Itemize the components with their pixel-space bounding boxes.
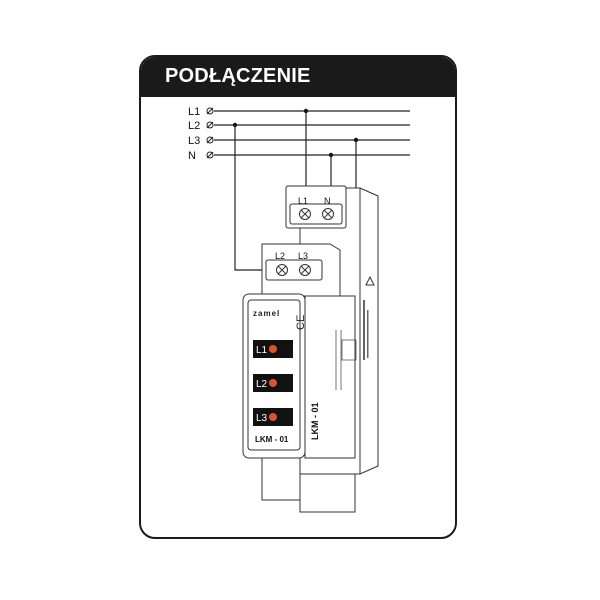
- led-l1: [269, 345, 277, 353]
- ce-mark-icon: CE: [295, 315, 307, 330]
- terminal-label-l1: L1: [298, 196, 308, 206]
- model-side: LKM - 01: [310, 402, 320, 440]
- warning-triangle-icon: [365, 275, 375, 286]
- header-title: PODŁĄCZENIE: [165, 65, 311, 87]
- model-front: LKM - 01: [255, 435, 289, 444]
- terminal-label-l3: L3: [298, 251, 308, 261]
- brand-logo: zamel: [253, 309, 280, 318]
- svg-text:L3: L3: [256, 413, 268, 424]
- label-l2: L2: [188, 120, 200, 132]
- led-l2: [269, 379, 277, 387]
- label-l1: L1: [188, 106, 200, 118]
- svg-text:L2: L2: [256, 379, 268, 390]
- led-l3: [269, 413, 277, 421]
- terminal-label-l2: L2: [275, 251, 285, 261]
- indicator-l1: L1: [253, 340, 293, 358]
- card-header: PODŁĄCZENIE: [141, 57, 455, 97]
- label-l3: L3: [188, 135, 200, 147]
- label-n: N: [188, 150, 196, 162]
- indicator-l2: L2: [253, 374, 293, 392]
- terminal-label-n: N: [324, 196, 331, 206]
- indicator-l3: L3: [253, 408, 293, 426]
- svg-text:L1: L1: [256, 345, 268, 356]
